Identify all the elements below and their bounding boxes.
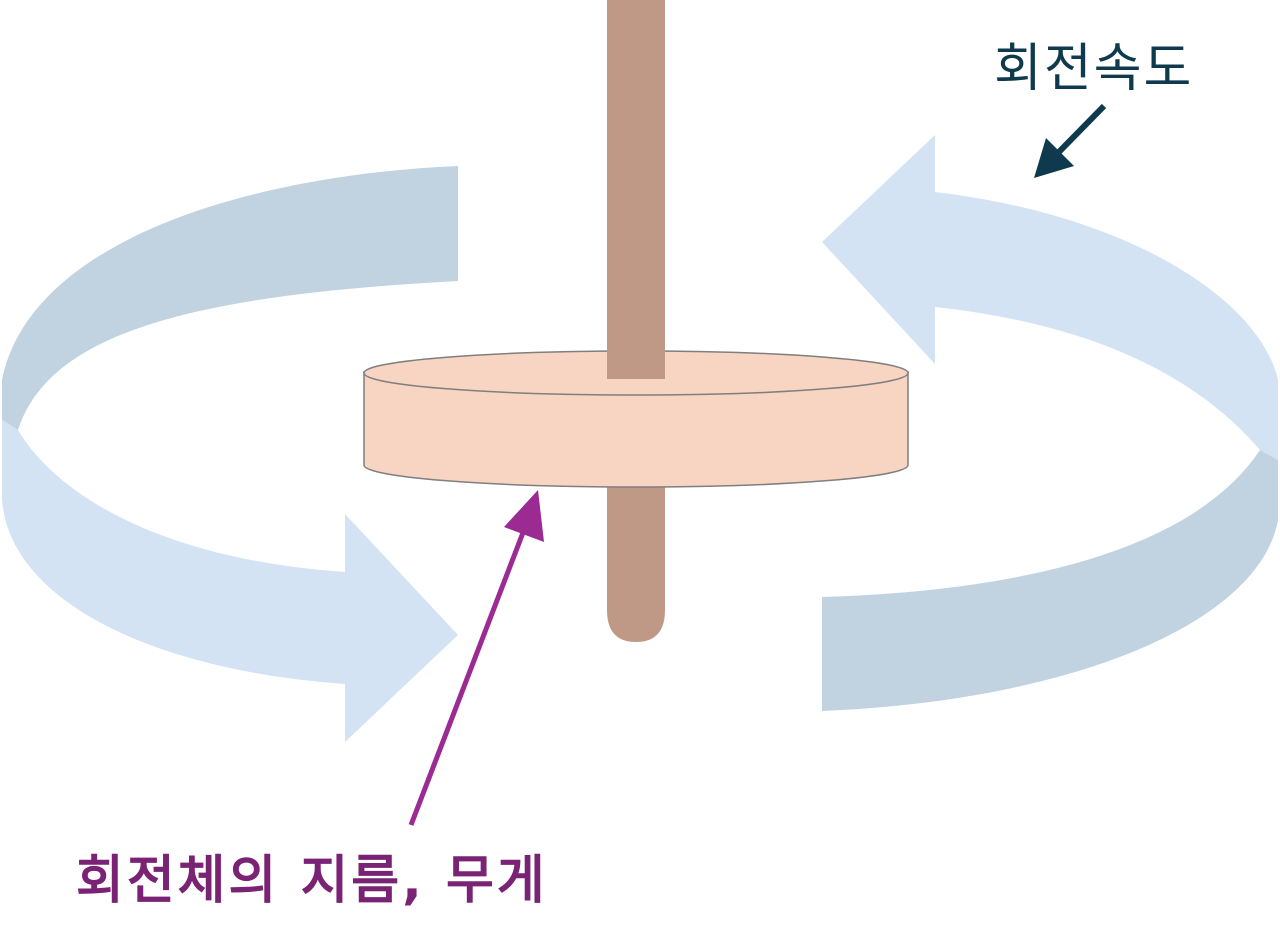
right-rotation-arrow-back — [822, 450, 1278, 711]
shaft-lower — [607, 485, 665, 642]
disk-pointer-line — [408, 529, 527, 826]
disk-diameter-weight-label: 회전체의 지름, 무게 — [76, 851, 548, 911]
shaft-upper — [607, 0, 665, 379]
right-rotation-arrow-front — [822, 135, 1278, 460]
speed-pointer-head — [1034, 138, 1074, 178]
disk-pointer-head — [504, 490, 544, 542]
rotation-speed-label: 회전속도 — [994, 39, 1194, 99]
left-rotation-arrow-front — [2, 420, 458, 742]
disk-body — [363, 371, 909, 488]
left-rotation-arrow-back — [2, 166, 458, 430]
speed-pointer-line — [1052, 103, 1107, 159]
